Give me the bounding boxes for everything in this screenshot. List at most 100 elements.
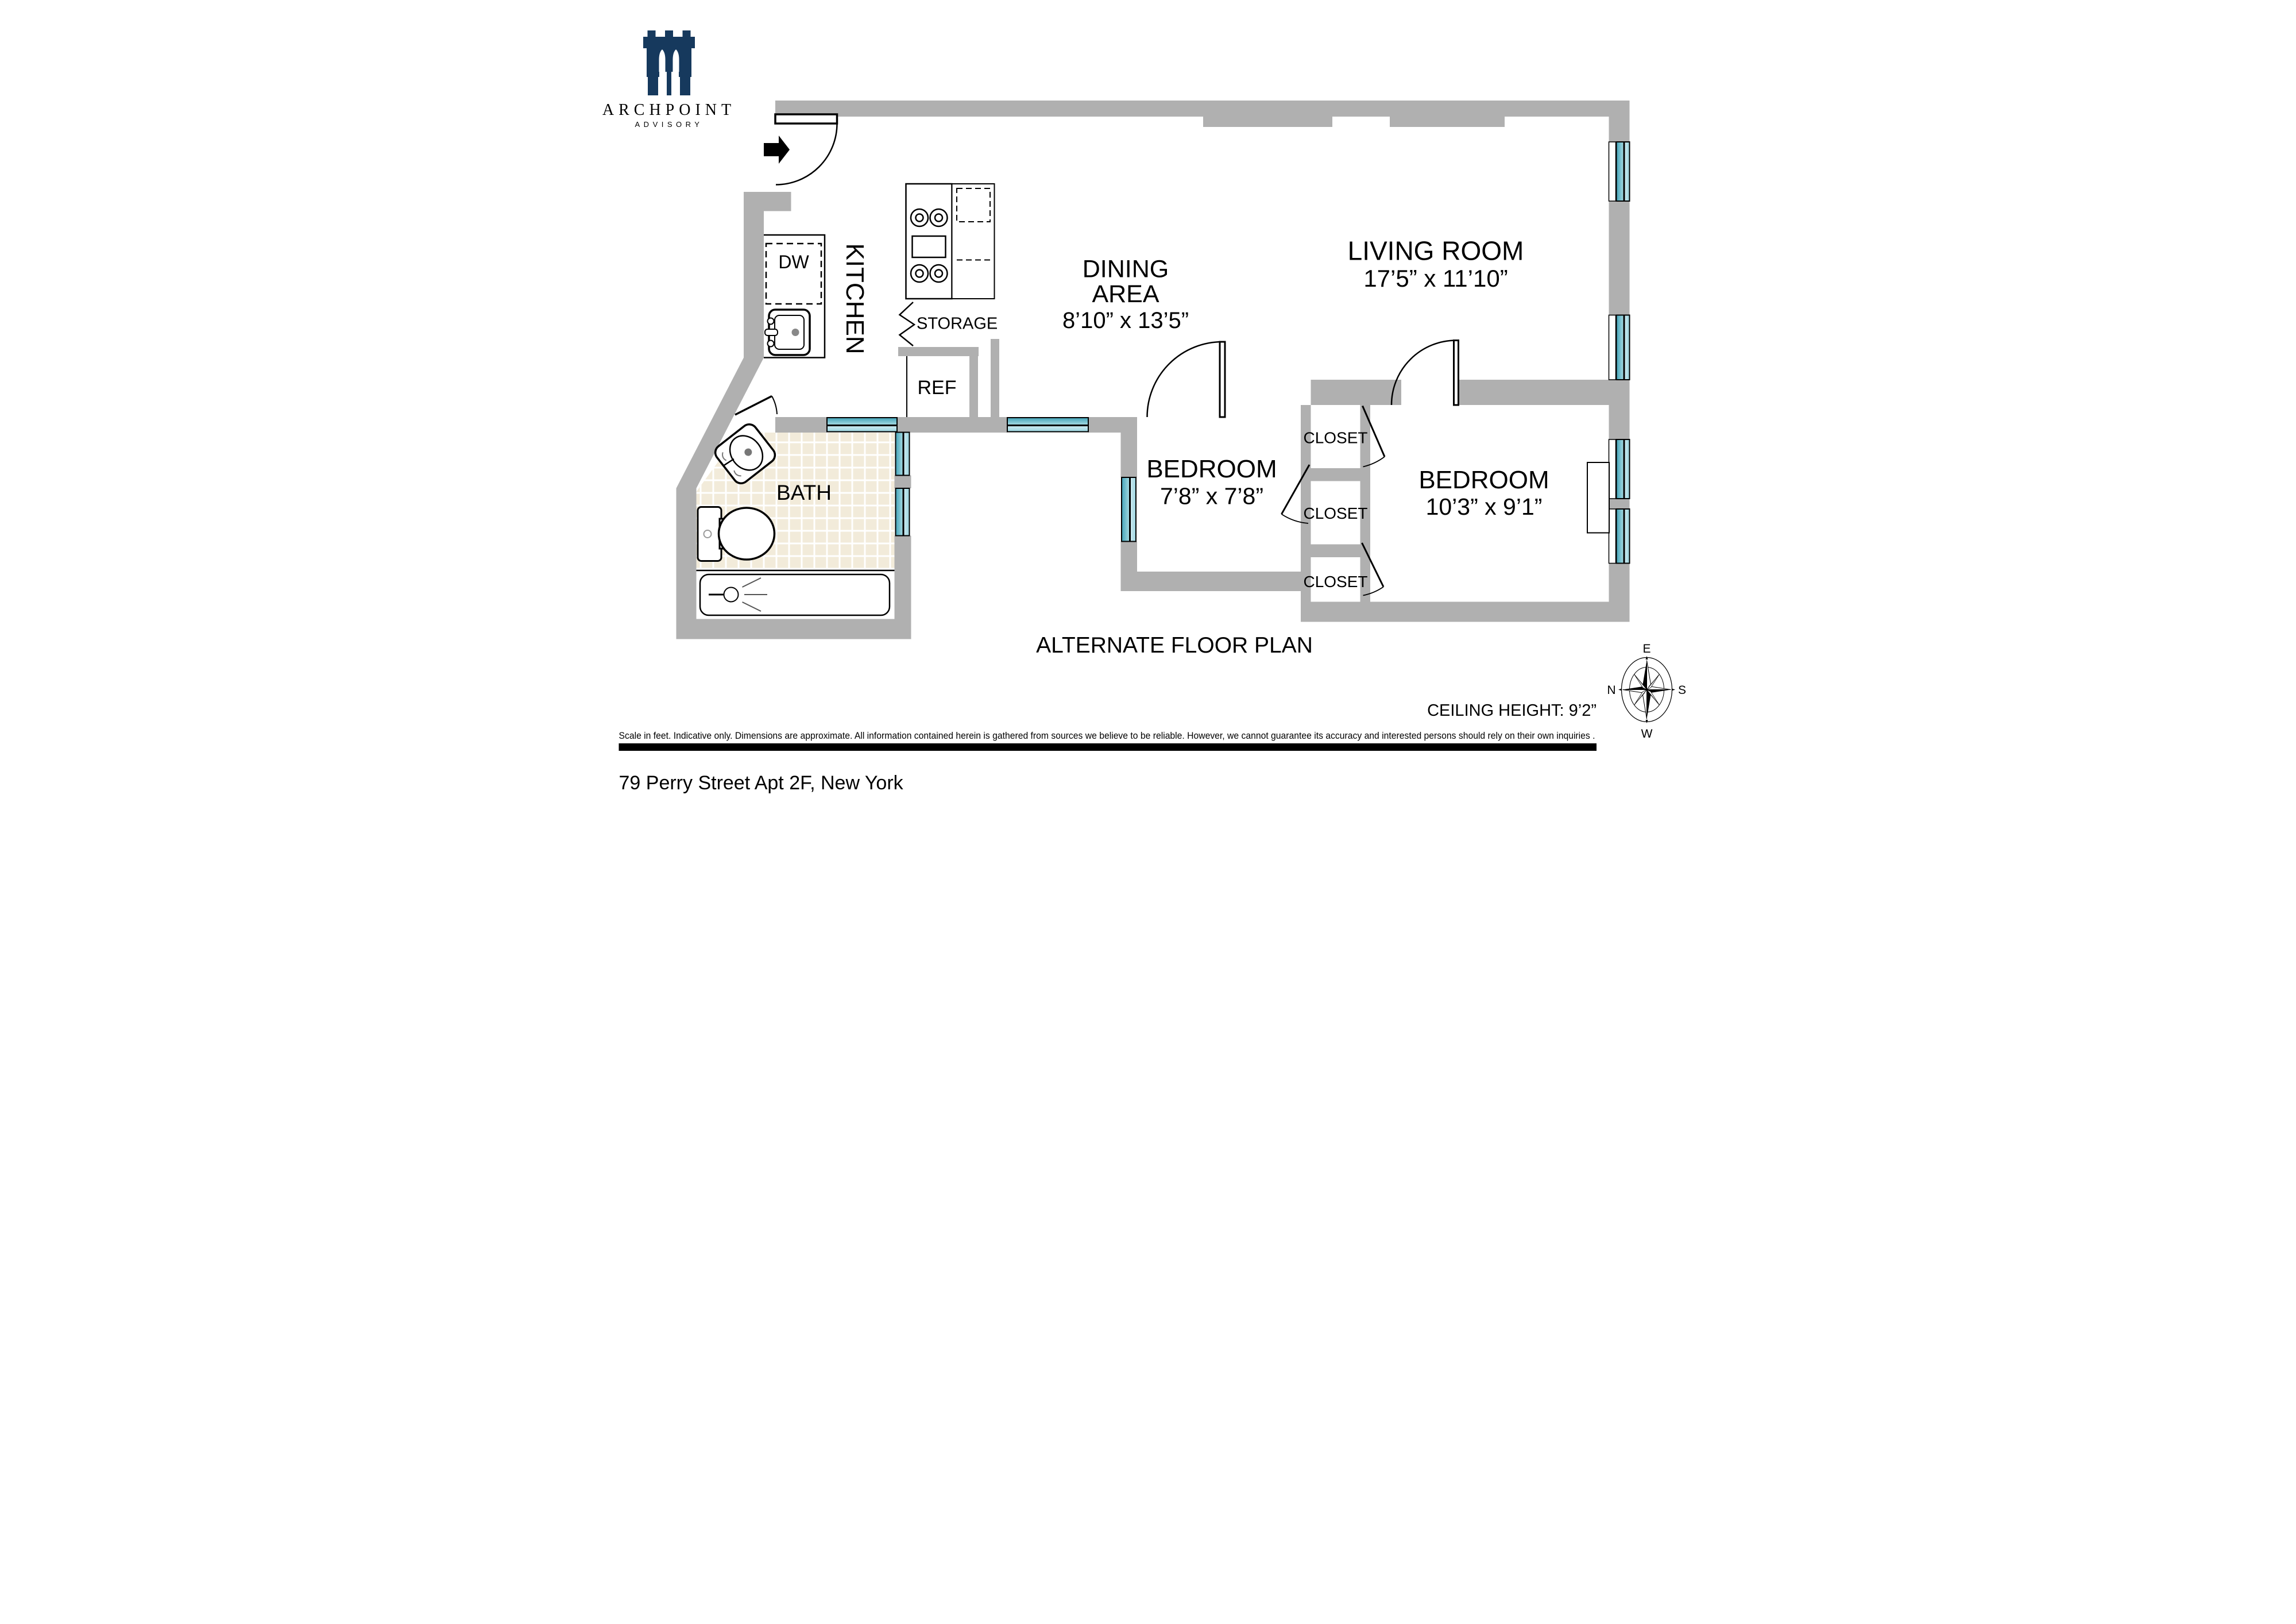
entry-arrow-icon (763, 136, 790, 164)
label-bath: BATH (776, 481, 832, 504)
window-bath-1-pane (903, 431, 910, 476)
ac-unit (1586, 462, 1610, 534)
bedroom-small-door-leaf (1219, 341, 1226, 418)
window-corridor-1 (826, 417, 898, 426)
wall-right-seg (1609, 380, 1629, 439)
wall-corridor-c (1088, 417, 1137, 433)
disclaimer-text: Scale in feet. Indicative only. Dimensio… (619, 731, 1595, 741)
wall-closet-left (1300, 405, 1311, 622)
wall-closet-divider-2 (1311, 544, 1360, 557)
stove (905, 183, 953, 300)
bedroom-large-door-swing (1390, 340, 1456, 406)
ceiling-height: CEILING HEIGHT: 9’2” (1427, 701, 1597, 720)
window-bedroom-small (1120, 477, 1130, 542)
bridge-icon (643, 30, 695, 95)
wall-right-seg (1609, 117, 1629, 142)
wall-bath-left (676, 488, 696, 619)
label-bedroom-large-dims: 10’3” x 9’1” (1425, 493, 1542, 520)
entry-door-leaf (774, 113, 838, 125)
divider-bar (619, 743, 1597, 751)
wall-partition-right (1455, 380, 1609, 405)
label-bedroom-large: BEDROOM (1418, 466, 1549, 494)
toilet (697, 506, 775, 562)
label-storage: STORAGE (917, 315, 998, 333)
label-bedroom-small: BEDROOM (1146, 455, 1277, 483)
label-dishwasher: DW (778, 252, 809, 272)
tub-faucet-icon (723, 587, 739, 603)
wall-entry-stub (743, 192, 791, 211)
kitchen-sink (764, 308, 811, 356)
label-living-dims: 17’5” x 11’10” (1363, 265, 1508, 292)
window-right-4 (1608, 508, 1630, 564)
window-bedroom-small-pane (1129, 477, 1137, 542)
wall-top-notch-1 (1203, 117, 1332, 127)
wall-right-seg (1609, 499, 1629, 509)
dishwasher-box (765, 242, 822, 305)
compass-icon: E S W N (1607, 642, 1686, 740)
label-closet-1: CLOSET (1303, 429, 1367, 447)
bathtub (699, 573, 890, 616)
window-corridor-2-pane (1006, 425, 1089, 433)
doors (734, 113, 1459, 596)
floorplan-canvas: ARCHPOINT ADVISORY (574, 0, 1722, 812)
wall-kitchen-divider (990, 339, 999, 417)
wall-ref-right (969, 356, 978, 417)
wall-bath-bottom (676, 619, 894, 639)
compass-south: S (1677, 684, 1686, 697)
compass-star (1622, 660, 1671, 719)
plan-title: ALTERNATE FLOOR PLAN (1036, 633, 1313, 658)
logo-tagline: ADVISORY (635, 120, 703, 129)
window-right-1 (1608, 141, 1630, 202)
wall-closet-right (1360, 405, 1370, 622)
closet-door-2-leaf (1280, 464, 1310, 515)
bath-door-leaf (734, 395, 772, 416)
wall-bedroom-small-left-a (1120, 433, 1137, 477)
bedroom-large-door (1390, 340, 1459, 406)
windows (826, 141, 1630, 564)
window-bath-2-pane (903, 488, 910, 537)
wall-kitchen-left (743, 211, 764, 358)
window-corridor-1-pane (826, 425, 898, 433)
logo-name: ARCHPOINT (602, 101, 735, 119)
address-title: 79 Perry Street Apt 2F, New York (619, 772, 903, 794)
closet-door-2-swing (1281, 514, 1308, 524)
wall-bottom-bedroom-small (1120, 572, 1311, 591)
closet-door-1-leaf (1361, 405, 1385, 457)
label-dining-1: DINING (1082, 256, 1169, 283)
kitchen-fixtures (763, 183, 995, 417)
label-kitchen: KITCHEN (841, 243, 869, 354)
label-refrigerator: REF (917, 377, 956, 399)
entry-door (763, 113, 838, 186)
bath-door-swing (771, 396, 778, 415)
storage-bifold-door (898, 302, 915, 346)
bath-door (734, 395, 778, 416)
window-corridor-2 (1006, 417, 1089, 426)
window-bath-1 (895, 431, 903, 476)
wall-bedroom-small-left-b (1120, 541, 1137, 572)
label-dining-2: AREA (1092, 280, 1159, 308)
window-right-2 (1608, 314, 1630, 380)
label-dining-dims: 8’10” x 13’5” (1062, 308, 1188, 333)
wall-corridor-b (896, 417, 1007, 433)
wall-top-notch-2 (1389, 117, 1505, 127)
bath-fixtures (696, 423, 894, 616)
wall-closet-divider-1 (1311, 468, 1360, 481)
wall-corridor-a (775, 417, 827, 433)
bedroom-large-door-leaf (1452, 340, 1459, 406)
entry-door-swing (775, 123, 838, 186)
window-bath-2 (895, 488, 903, 537)
logo: ARCHPOINT ADVISORY (602, 30, 735, 129)
label-bedroom-small-dims: 7’8” x 7’8” (1159, 483, 1263, 510)
label-closet-3: CLOSET (1303, 573, 1367, 591)
window-right-3 (1608, 439, 1630, 499)
compass-east: E (1642, 642, 1651, 655)
bedroom-small-door-swing (1146, 341, 1223, 418)
closet-door-3-swing (1362, 586, 1383, 596)
compass-west: W (1641, 727, 1652, 740)
wall-bottom-right (1300, 601, 1629, 622)
kitchen-upper-cabinets (951, 183, 995, 299)
bath-sink (714, 423, 776, 484)
closet-door-3-leaf (1360, 542, 1384, 588)
wall-bath-diagonal (676, 357, 764, 488)
wall-right-seg (1609, 201, 1629, 315)
